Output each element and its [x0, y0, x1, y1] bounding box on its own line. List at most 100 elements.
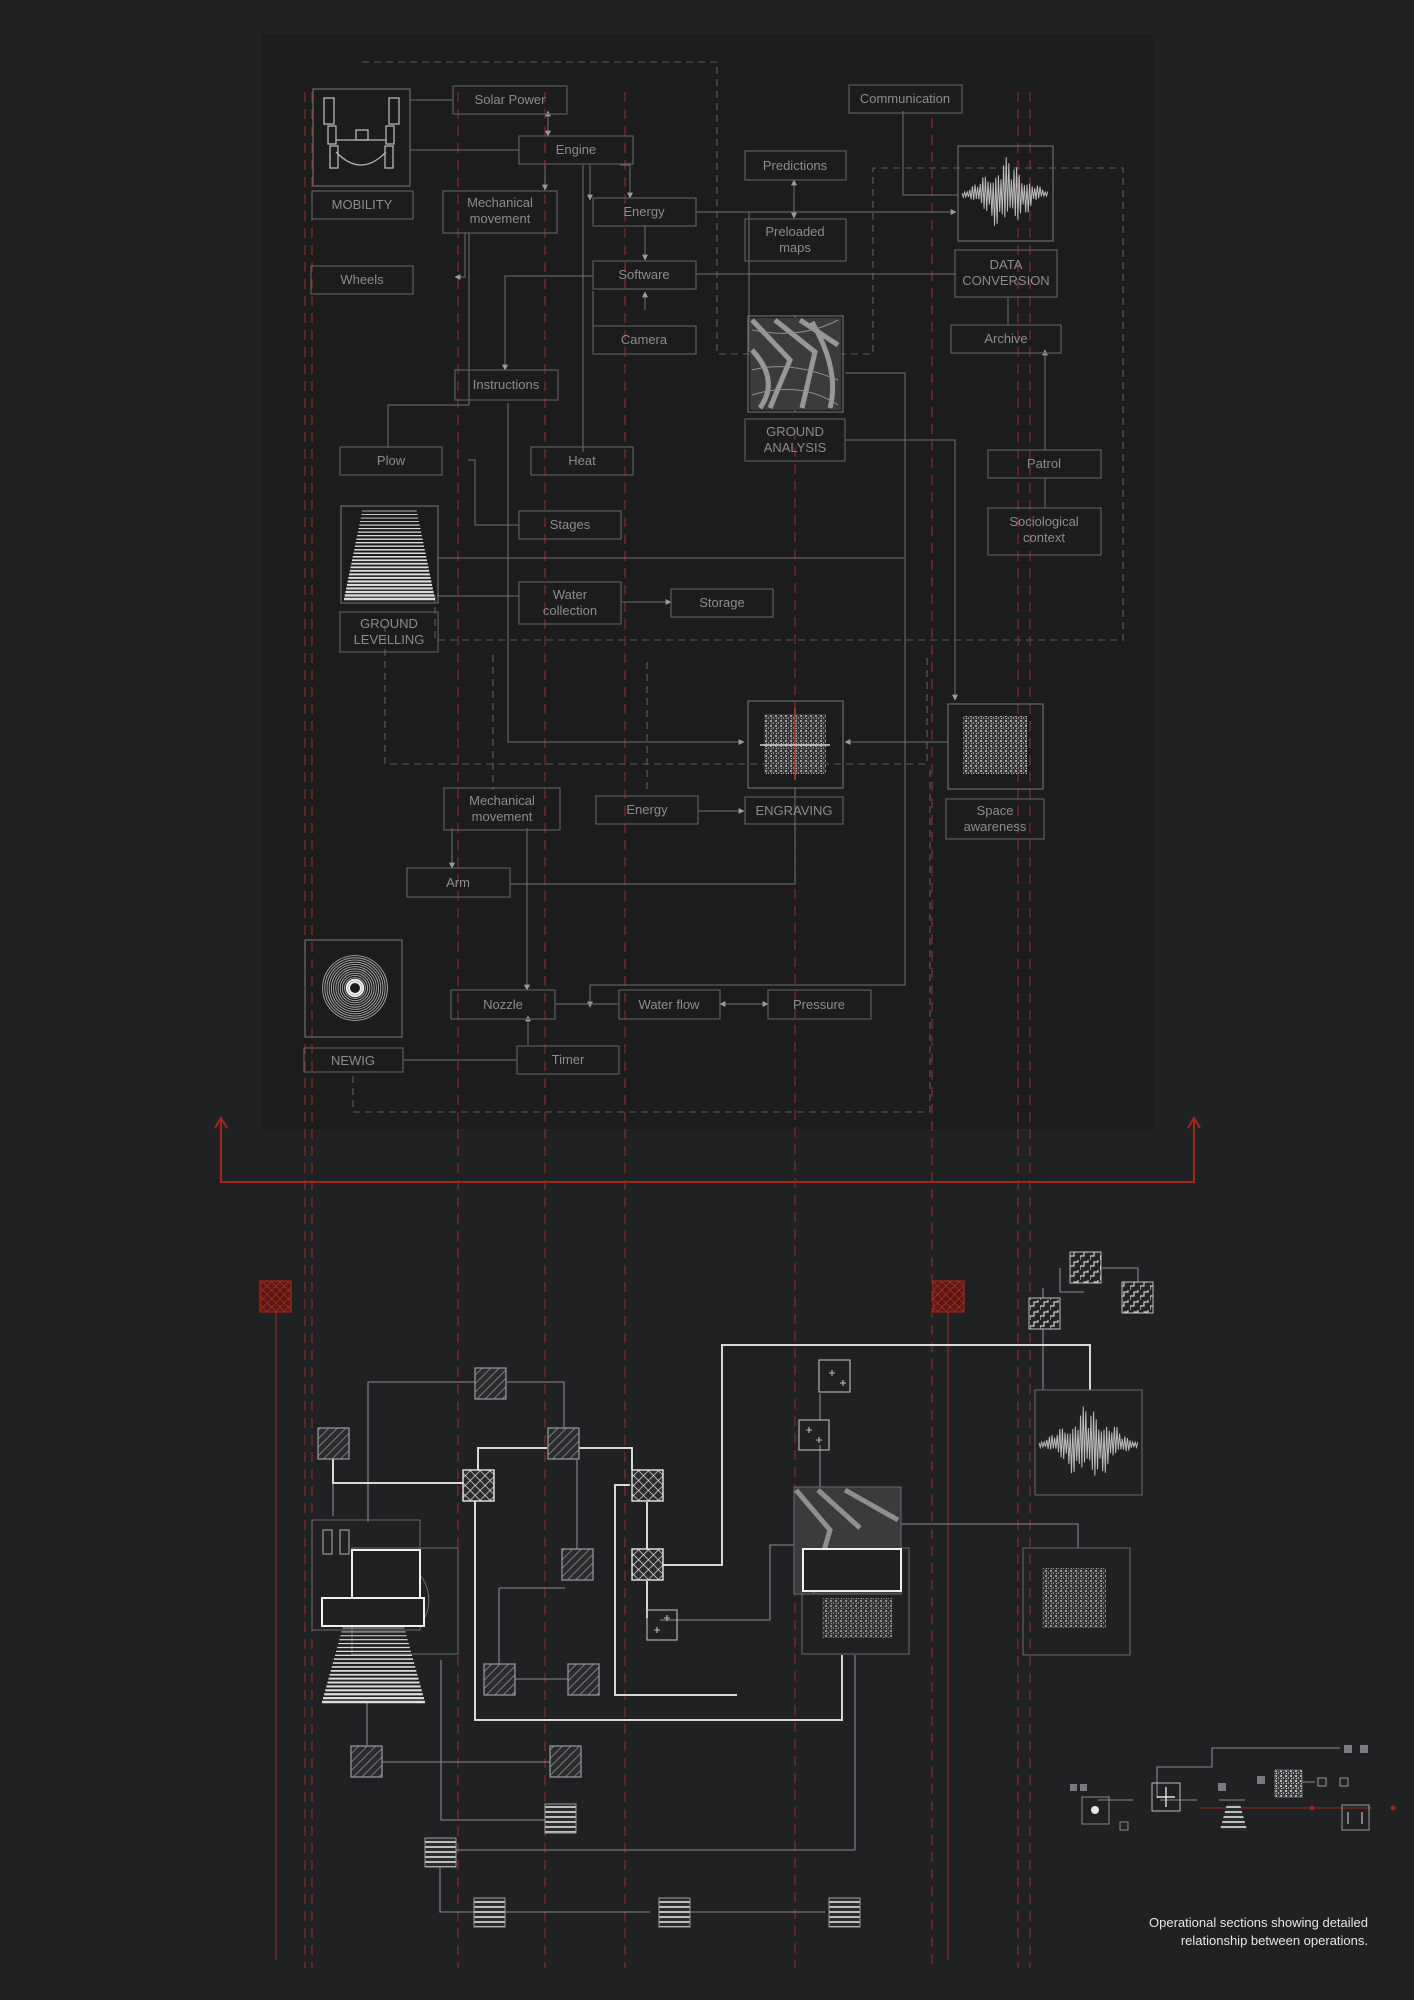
node-storage: Storage	[670, 588, 774, 618]
node-engraving: ENGRAVING	[744, 796, 844, 825]
svg-text:DATA: DATA	[990, 257, 1023, 272]
svg-text:Energy: Energy	[626, 802, 668, 817]
figure-caption: Operational sections showing detailed re…	[1048, 1914, 1368, 1950]
svg-text:Preloaded: Preloaded	[765, 224, 824, 239]
svg-text:awareness: awareness	[964, 819, 1027, 834]
svg-text:Mechanical: Mechanical	[467, 195, 533, 210]
svg-text:Space: Space	[977, 803, 1014, 818]
engraving-icon	[747, 700, 844, 789]
hatch-square	[561, 1548, 594, 1581]
svg-text:Instructions: Instructions	[473, 377, 540, 392]
svg-text:Mechanical: Mechanical	[469, 793, 535, 808]
svg-text:context: context	[1023, 530, 1065, 545]
mobility-icon	[312, 88, 411, 187]
hatch-square	[549, 1745, 582, 1778]
hatch-square	[567, 1663, 600, 1696]
svg-text:NEWIG: NEWIG	[331, 1053, 375, 1068]
svg-text:Arm: Arm	[446, 875, 470, 890]
stack-icon	[424, 1803, 861, 1928]
node-energy-top: Energy	[592, 197, 697, 227]
hatch-square	[317, 1427, 350, 1460]
svg-text:Storage: Storage	[699, 595, 745, 610]
svg-text:CONVERSION: CONVERSION	[962, 273, 1049, 288]
svg-text:GROUND: GROUND	[360, 616, 418, 631]
svg-text:LEVELLING: LEVELLING	[354, 632, 425, 647]
node-communication: Communication	[848, 84, 963, 114]
node-pressure: Pressure	[767, 989, 872, 1020]
svg-text:Stages: Stages	[550, 517, 591, 532]
hatch-square	[474, 1367, 507, 1400]
svg-text:GROUND: GROUND	[766, 424, 824, 439]
node-arm: Arm	[406, 867, 511, 898]
section-bracket	[214, 1116, 1201, 1183]
composite-stack-right	[793, 1486, 910, 1655]
svg-text:Heat: Heat	[568, 453, 596, 468]
svg-text:MOBILITY: MOBILITY	[332, 197, 393, 212]
spiral-ring	[341, 975, 368, 1002]
space-awareness-icon-bottom	[1022, 1547, 1131, 1656]
hatch-square	[483, 1663, 516, 1696]
node-heat: Heat	[530, 446, 634, 476]
hatch-square	[350, 1745, 383, 1778]
spiral-ring	[328, 961, 382, 1015]
node-energy-bottom: Energy	[595, 795, 699, 825]
svg-text:Water flow: Water flow	[639, 997, 701, 1012]
spiral-ring	[326, 959, 384, 1017]
operational-section	[259, 1251, 1154, 1960]
node-plow: Plow	[339, 446, 443, 476]
stair-square	[1028, 1251, 1154, 1330]
spiral-ring	[322, 955, 388, 1021]
node-boxes: Solar Power Engine MOBILITY Mechanicalmo…	[303, 84, 1102, 1075]
nozzle-spiral-icon	[304, 939, 403, 1038]
svg-text:maps: maps	[779, 240, 811, 255]
svg-text:Camera: Camera	[621, 332, 668, 347]
caption-line-1: Operational sections showing detailed	[1149, 1915, 1368, 1930]
spiral-ring	[339, 972, 371, 1004]
spiral-ring	[330, 964, 379, 1013]
section-marker-right	[932, 1280, 965, 1313]
node-stages: Stages	[518, 510, 622, 540]
svg-text:movement: movement	[472, 809, 533, 824]
svg-text:Water: Water	[553, 587, 588, 602]
spiral-ring	[337, 970, 373, 1006]
node-instructions: Instructions	[454, 369, 559, 401]
node-camera: Camera	[592, 325, 697, 355]
svg-text:Nozzle: Nozzle	[483, 997, 523, 1012]
cross-square	[462, 1469, 495, 1502]
cross-square	[631, 1548, 664, 1581]
node-nevig: NEWIG	[303, 1047, 404, 1073]
svg-text:Plow: Plow	[377, 453, 406, 468]
node-predictions: Predictions	[744, 150, 847, 181]
svg-text:Engine: Engine	[556, 142, 596, 157]
svg-text:Predictions: Predictions	[763, 158, 828, 173]
spiral-ring	[345, 978, 365, 998]
section-marker-left	[259, 1280, 292, 1313]
section-lines	[304, 92, 1031, 1968]
cross-square	[631, 1469, 664, 1502]
spiral-ring	[344, 977, 366, 999]
spiral-ring	[348, 981, 362, 995]
node-patrol: Patrol	[987, 449, 1102, 479]
group-boundaries	[352, 61, 1124, 1113]
svg-text:Patrol: Patrol	[1027, 456, 1061, 471]
svg-text:Solar Power: Solar Power	[475, 92, 546, 107]
svg-text:ANALYSIS: ANALYSIS	[764, 440, 827, 455]
connectors	[387, 99, 1048, 1061]
terrain-map-icon	[747, 315, 844, 413]
node-mobility: MOBILITY	[311, 190, 414, 220]
node-archive: Archive	[950, 324, 1062, 354]
svg-text:Pressure: Pressure	[793, 997, 845, 1012]
svg-text:collection: collection	[543, 603, 597, 618]
node-water-flow: Water flow	[618, 989, 721, 1020]
spiral-ring	[333, 966, 377, 1010]
node-engine: Engine	[518, 135, 634, 165]
svg-text:Timer: Timer	[552, 1052, 585, 1067]
spiral-ring	[335, 968, 375, 1008]
